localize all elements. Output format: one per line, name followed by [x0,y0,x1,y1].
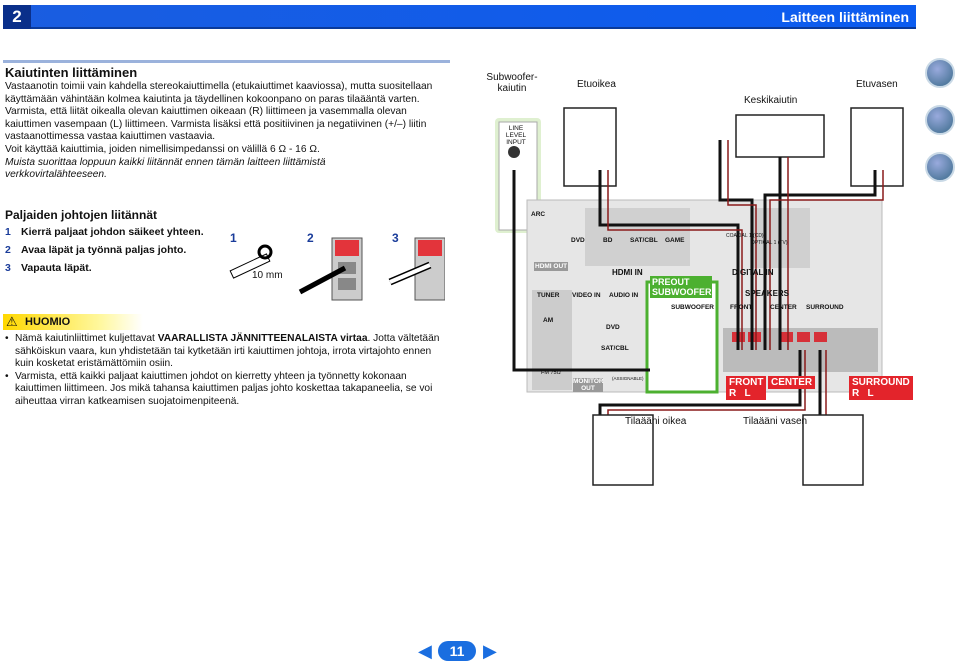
audio-dvd-label: DVD [606,324,620,331]
caution-title: HUOMIO [25,316,71,328]
chapter-number: 2 [3,5,31,29]
wire-length-label: 10 mm [252,270,283,281]
preout-subwoofer-label: PREOUT SUBWOOFER [650,276,712,298]
polarity-paragraph: Varmista, että liität oikealla olevan ka… [5,106,427,143]
subwoofer-label: Subwoofer-kaiutin [486,72,538,94]
caution-item-1: •Nämä kaiutinliittimet kuljettavat VAARA… [5,333,440,370]
tuner-label: TUNER [537,292,560,299]
warning-icon: ⚠ [6,314,18,329]
fig-label-1: 1 [230,231,237,245]
front-terminal-label: FRONT [730,304,753,311]
remote-control-icon[interactable] [925,105,955,135]
bare-wire-illustration [229,237,445,301]
hdmi-satcbl: SAT/CBL [630,237,658,244]
surround-right-label: Tilaääni oikea [625,416,687,427]
optical-label: OPTICAL 1 (TV) [751,240,788,246]
troubleshooting-icon[interactable] [925,152,955,182]
section-title: Kaiutinten liittäminen [5,65,138,80]
center-label: Keskikaiutin [744,95,798,106]
fm-label: FM 75Ω [541,370,561,376]
page-title: Laitteen liittäminen [781,9,909,25]
am-label: AM [543,317,554,324]
impedance-paragraph: Voit käyttää kaiuttimia, joiden nimellis… [5,143,320,155]
surround-left-label: Tilaääni vasen [743,416,808,427]
monitor-out-label: MONITOR OUT [573,378,604,392]
front-left-label: Etuvasen [856,79,898,90]
hdmi-game: GAME [665,237,685,244]
hdmi-out-label: HDMI OUT [534,262,569,271]
hdmi-bd: BD [603,237,613,244]
caution-banner: ⚠ HUOMIO [3,314,143,330]
prev-page-arrow[interactable]: ◀ [418,641,432,661]
digital-in-label: DIGITAL IN [732,268,774,277]
bare-wire-title: Paljaiden johtojen liitännät [5,208,158,222]
video-in-label: VIDEO IN [572,292,601,299]
audio-in-label: AUDIO IN [609,292,639,299]
fig-label-2: 2 [307,231,314,245]
coax-label: COAXIAL 1 (CD) [726,233,764,239]
caution-item-2: •Varmista, että kaikki paljaat kaiuttime… [5,370,433,407]
audio-satcbl-label: SAT/CBL [601,345,629,352]
surround-terminal-label: SURROUND [806,304,844,311]
hdmi-dvd: DVD [571,237,585,244]
line-level-label: LINE LEVEL INPUT [505,125,527,146]
hdmi-in-label: HDMI IN [612,268,643,277]
subwoofer-jack-label: SUBWOOFER [671,304,714,311]
assignable-label: (ASSIGNABLE) [612,376,644,381]
front-right-label: Etuoikea [577,79,616,90]
arc-label: ARC [531,211,546,218]
fig-label-3: 3 [392,231,399,245]
center-tag: CENTER [768,376,816,389]
next-page-arrow[interactable]: ▶ [483,641,497,661]
header-bar [3,5,916,29]
page-number: 11 [438,641,476,661]
speakers-label: SPEAKERS [745,289,790,298]
center-terminal-label: CENTER [770,304,797,311]
manual-book-icon[interactable] [925,58,955,88]
intro-paragraph: Vastaanotin toimii vain kahdella stereok… [5,81,433,105]
note-paragraph: Muista suorittaa loppuun kaikki liitännä… [5,156,326,181]
section-divider [3,60,450,63]
